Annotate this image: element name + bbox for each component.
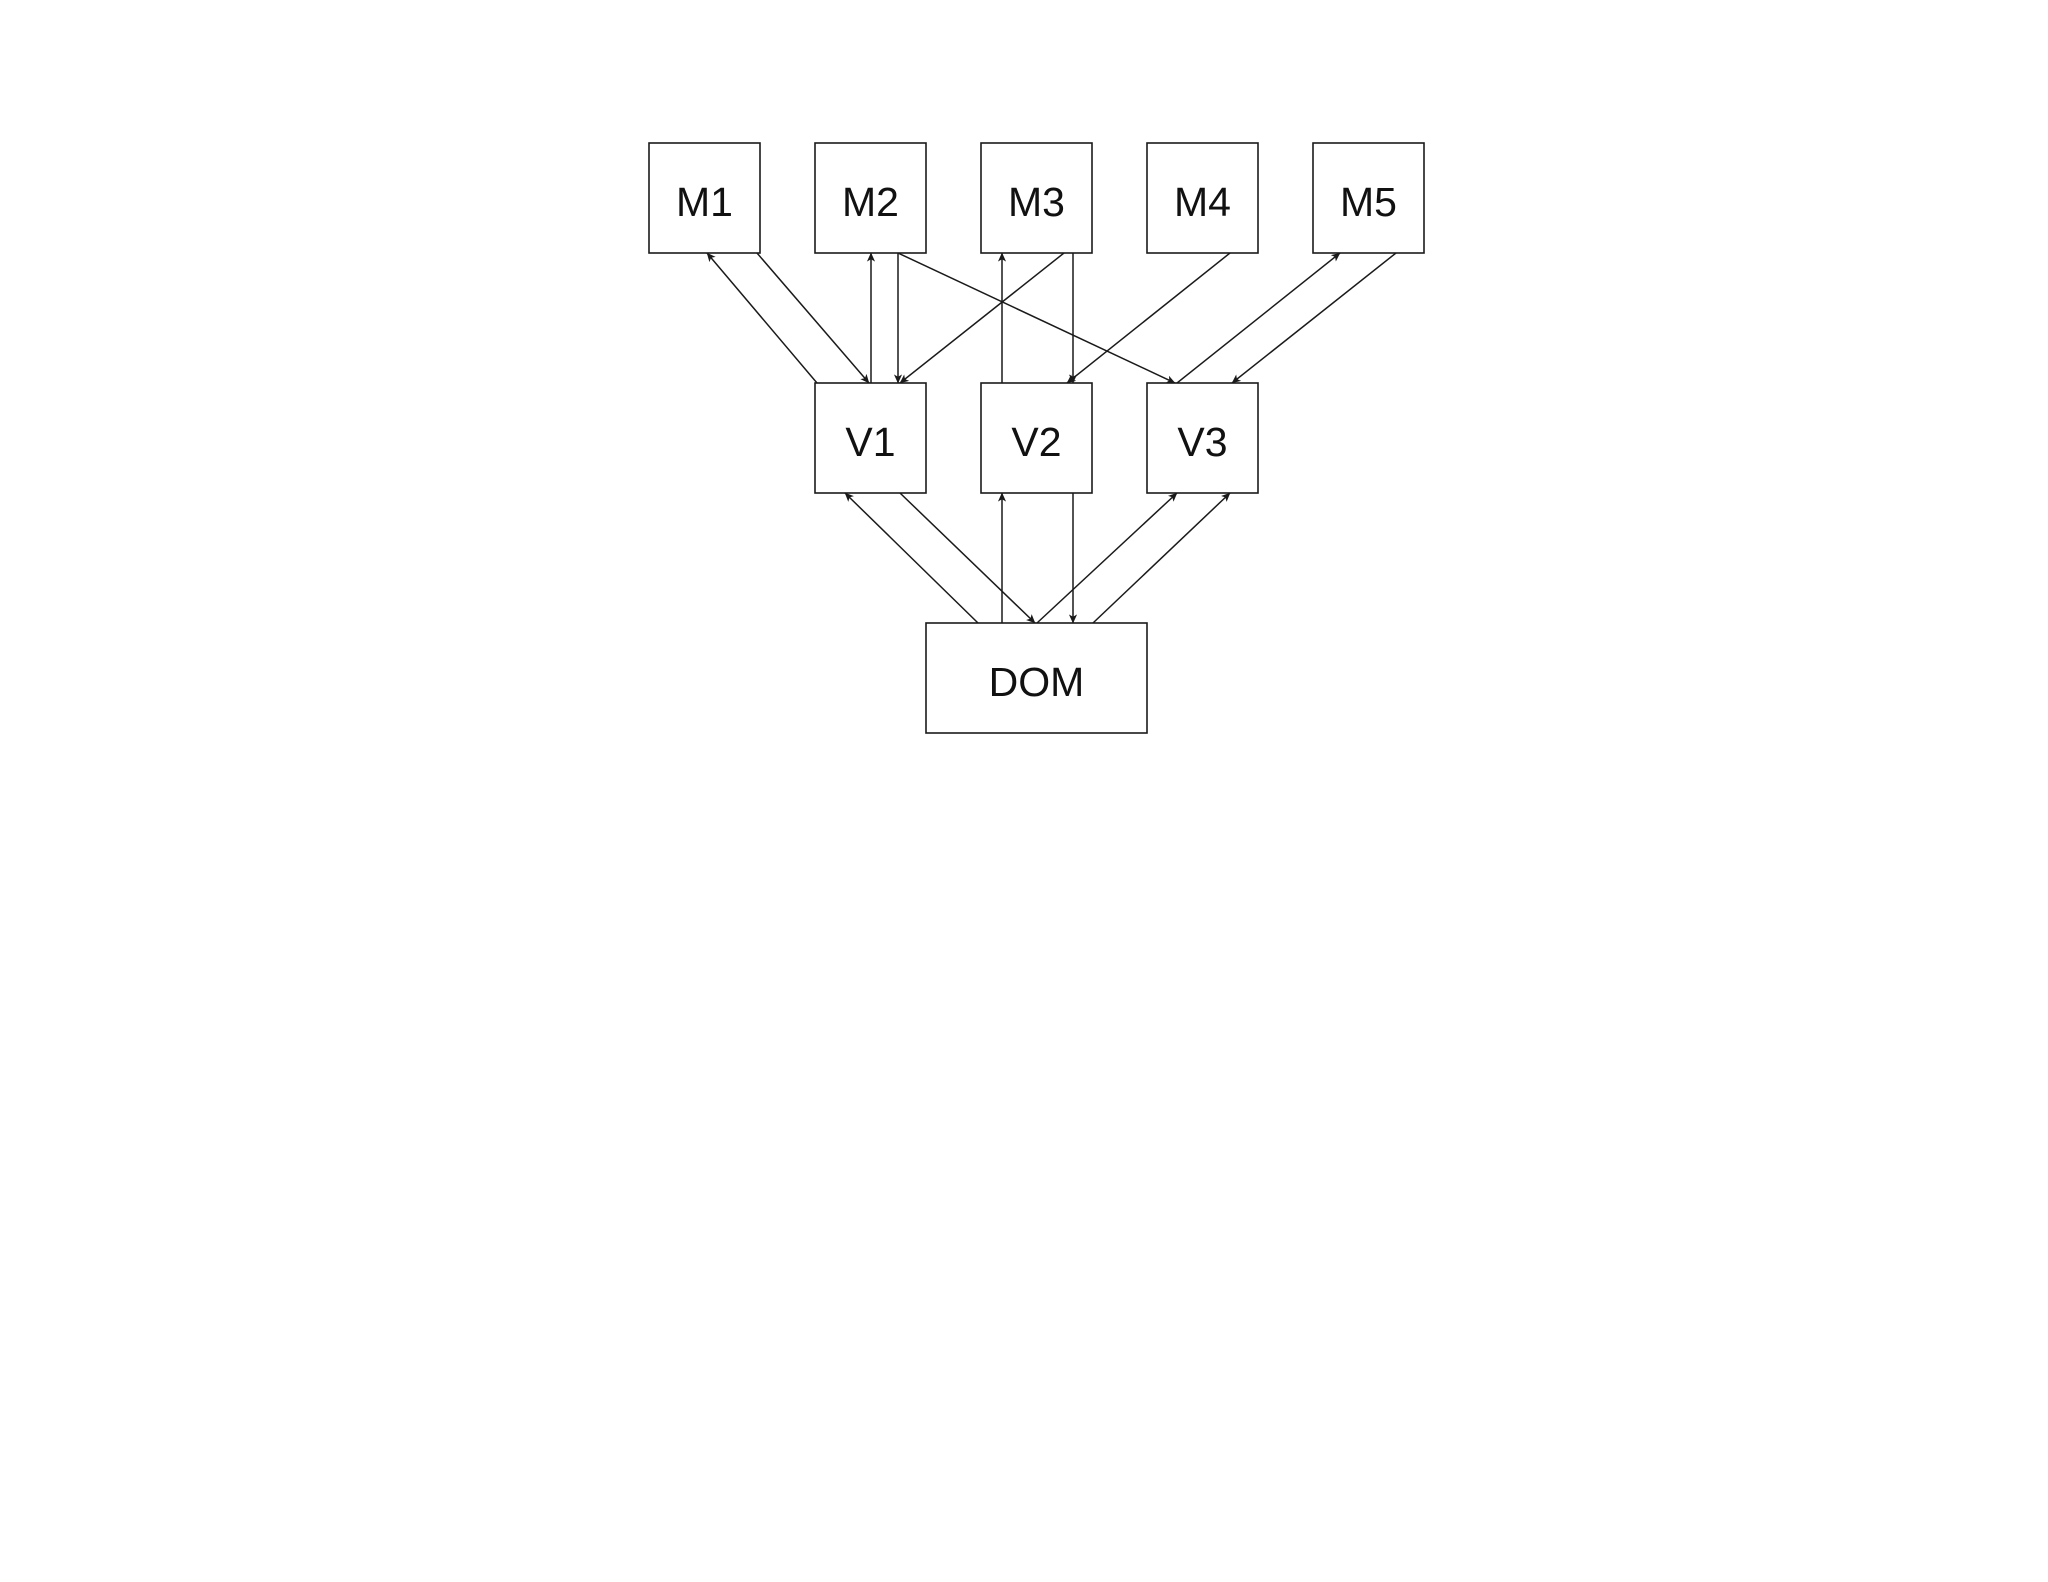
node-m3-box [980, 142, 1093, 254]
node-m5: M5 [1312, 142, 1425, 254]
node-dom-box [925, 622, 1148, 734]
node-m1-label: M1 [676, 179, 733, 225]
node-m2-box [814, 142, 927, 254]
node-m2: M2 [814, 142, 927, 254]
node-v2: V2 [980, 382, 1093, 494]
edge-m2-to-v3-arrow [897, 252, 1176, 384]
node-m1: M1 [648, 142, 761, 254]
node-dom-label: DOM [989, 659, 1085, 705]
edge-m1-to-v1-arrow [756, 252, 870, 384]
node-v1-label: V1 [845, 419, 895, 465]
node-v3: V3 [1146, 382, 1259, 494]
node-m4-box [1146, 142, 1259, 254]
node-m4: M4 [1146, 142, 1259, 254]
node-v2-box [980, 382, 1093, 494]
edge-v3-to-m5-arrow [1176, 252, 1341, 384]
edge-m3-to-v1-arrow [899, 252, 1065, 384]
node-v3-box [1146, 382, 1259, 494]
node-m5-box [1312, 142, 1425, 254]
node-m3-label: M3 [1008, 179, 1065, 225]
edge-v1-to-dom-arrow [899, 492, 1036, 624]
edge-dom-to-v3-arrow [1036, 492, 1178, 624]
node-v3-label: V3 [1177, 419, 1227, 465]
edge-v1-to-m1-arrow [706, 252, 818, 384]
node-dom: DOM [925, 622, 1148, 734]
edge-dom-to-v3-arrow [1092, 492, 1231, 624]
edge-dom-to-v1-arrow [844, 492, 979, 624]
edge-m5-to-v3-arrow [1231, 252, 1397, 384]
node-m4-label: M4 [1174, 179, 1231, 225]
node-m3: M3 [980, 142, 1093, 254]
edges-layer [706, 252, 1397, 624]
edge-m4-to-v2-arrow [1066, 252, 1231, 384]
node-m1-box [648, 142, 761, 254]
node-m2-label: M2 [842, 179, 899, 225]
node-m5-label: M5 [1340, 179, 1397, 225]
node-v1: V1 [814, 382, 927, 494]
node-v1-box [814, 382, 927, 494]
node-v2-label: V2 [1011, 419, 1061, 465]
